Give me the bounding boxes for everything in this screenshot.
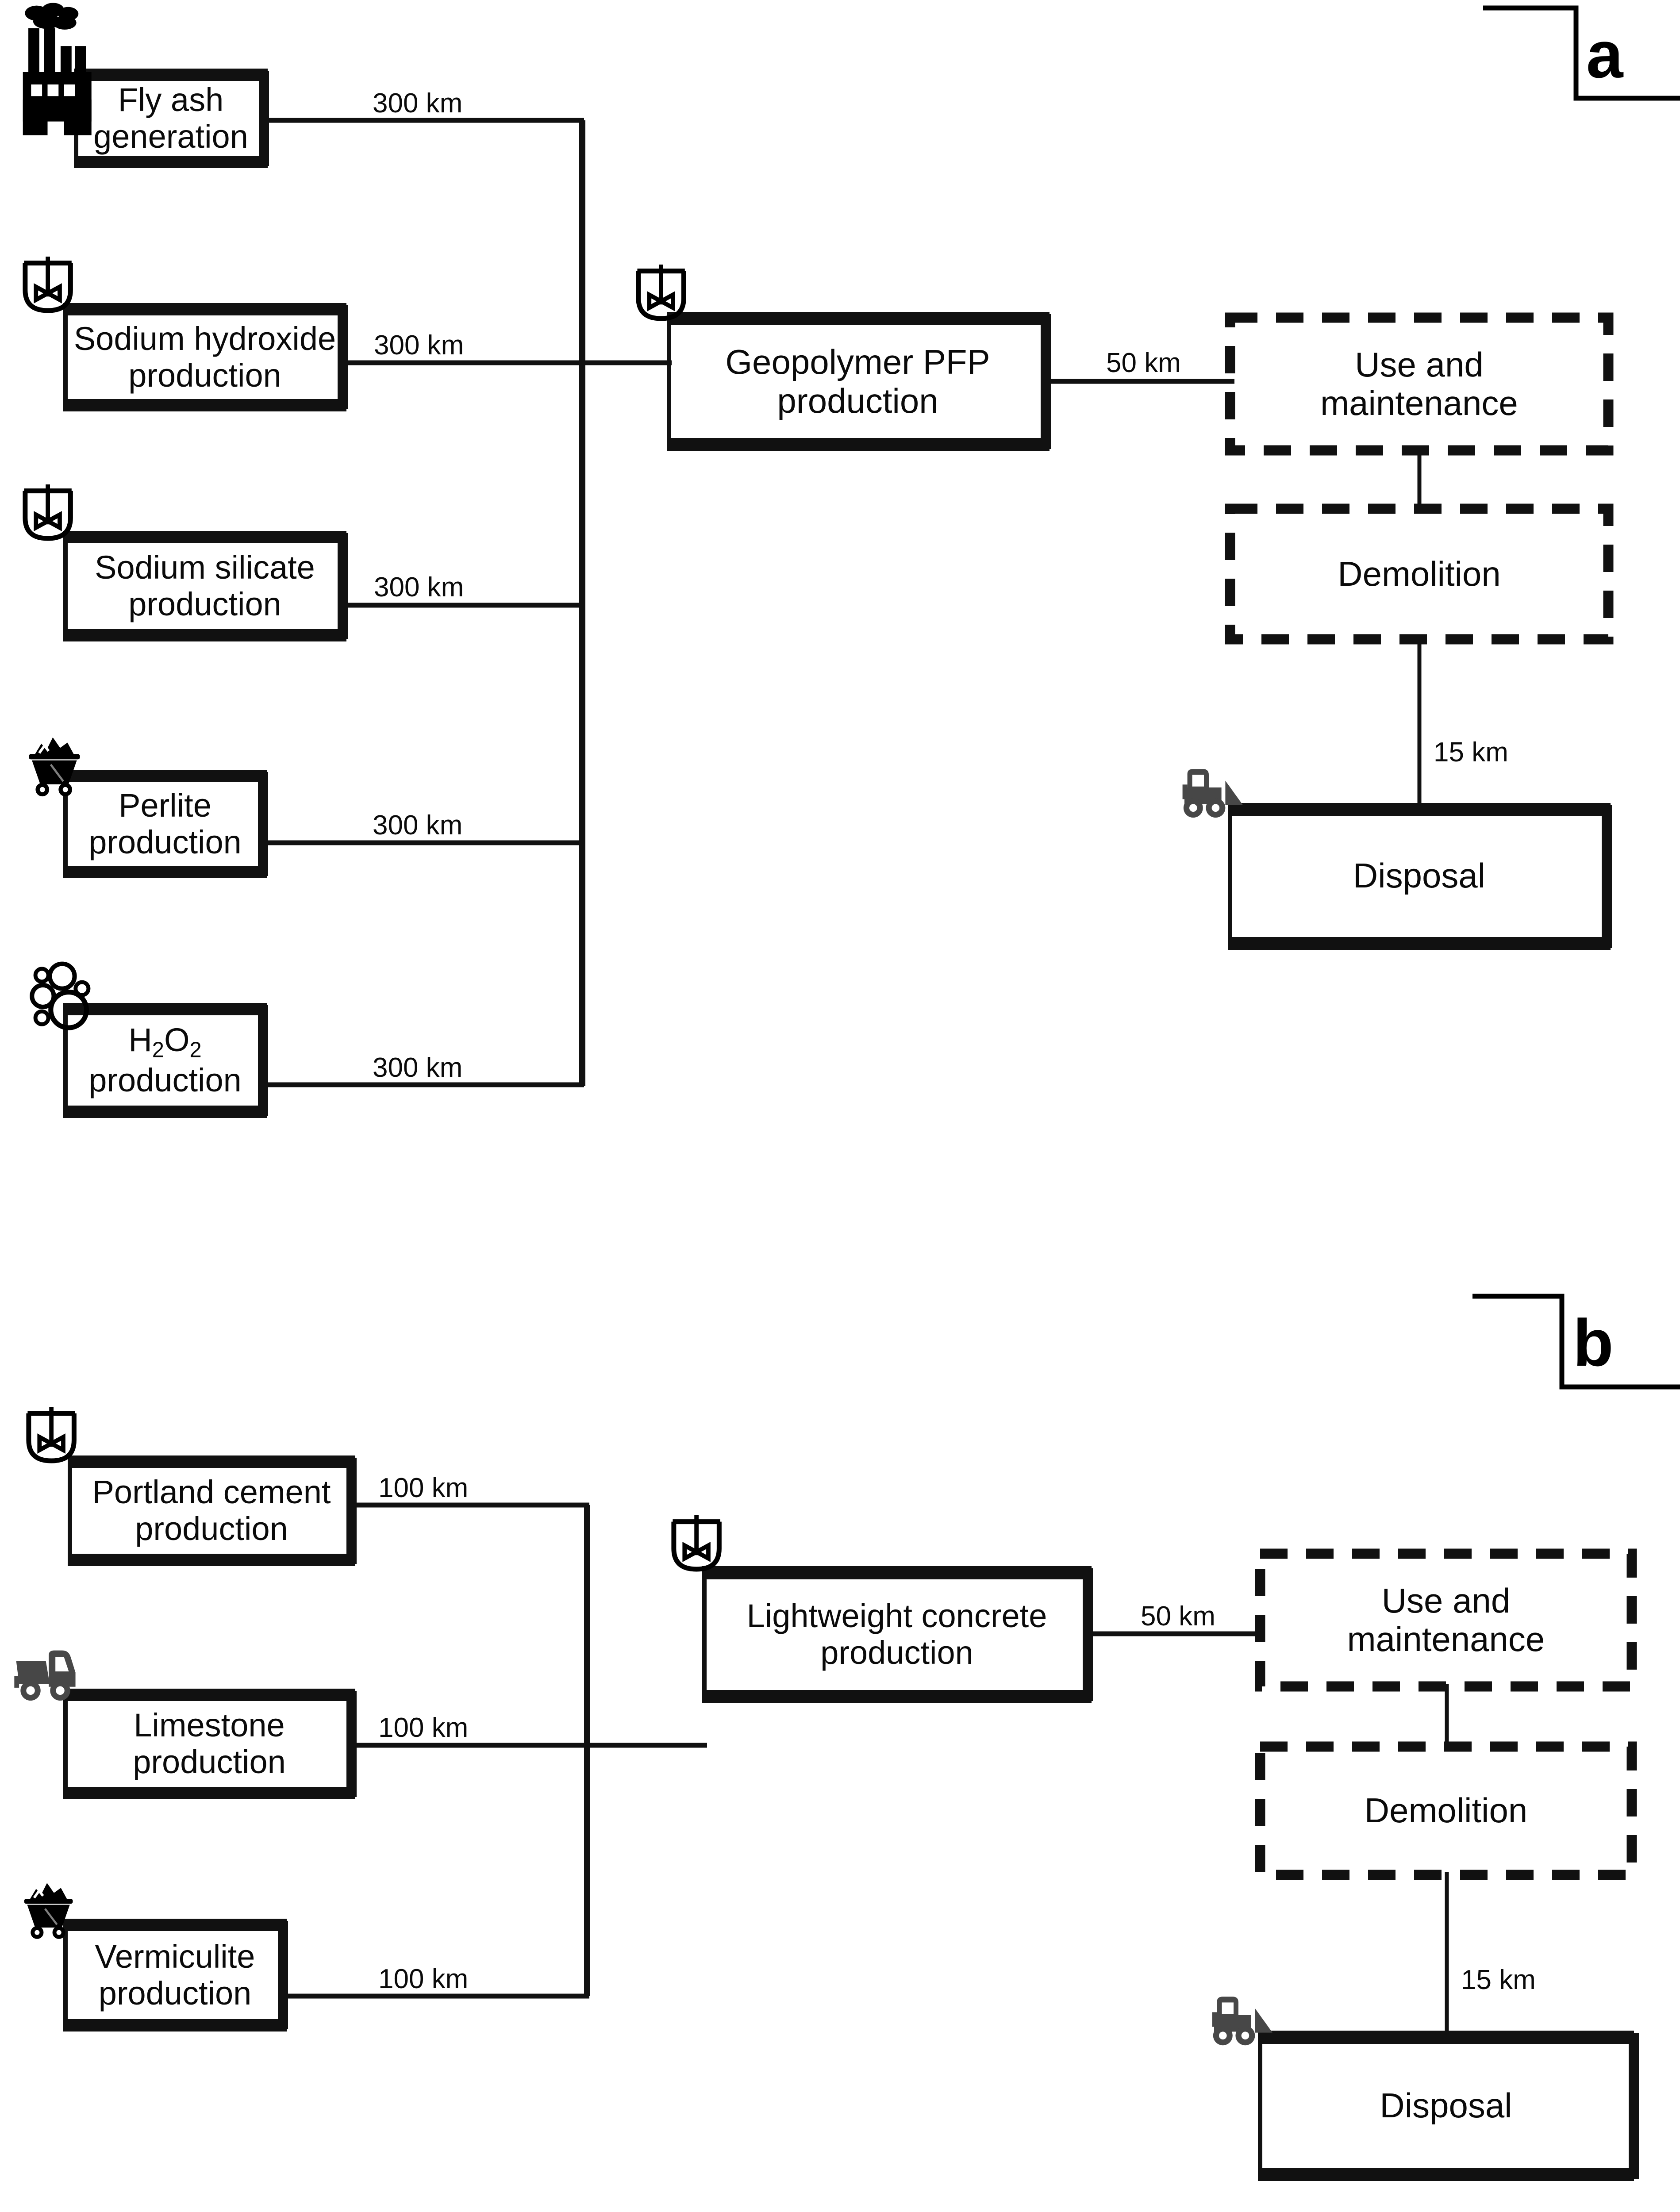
box-lightweight-concrete-production[interactable]	[702, 1566, 1093, 1703]
box-demolition-a[interactable]	[1225, 503, 1614, 645]
box-vermiculite-production[interactable]	[63, 1919, 288, 2032]
box-use-and-maintenance-a[interactable]	[1225, 312, 1614, 456]
connector-lines-b	[285, 1502, 1449, 2037]
distance-silicate-to-trunk: 300 km	[374, 572, 464, 603]
distance-naoh-to-trunk: 300 km	[374, 330, 464, 361]
reactor-icon-geopolymer	[637, 265, 684, 319]
box-use-and-maintenance-b[interactable]	[1255, 1548, 1637, 1692]
panel-a-bracket	[1483, 5, 1680, 101]
distance-vermiculite-to-trunk: 100 km	[378, 1964, 469, 1994]
reactor-icon-lightweight-concrete	[673, 1515, 720, 1569]
distance-demolition-to-disposal-a: 15 km	[1434, 737, 1508, 768]
box-fly-ash-generation[interactable]	[74, 69, 269, 168]
dump-truck-icon-limestone	[14, 1650, 76, 1701]
reactor-icon-portland-cement	[27, 1407, 75, 1461]
distance-cement-to-trunk: 100 km	[378, 1473, 469, 1503]
box-sodium-hydroxide-production[interactable]	[63, 303, 348, 411]
box-perlite-production[interactable]	[63, 770, 268, 878]
distance-perlite-to-trunk: 300 km	[373, 810, 463, 841]
connector-lines-a	[265, 118, 1422, 1087]
factory-icon	[23, 3, 92, 135]
distance-concrete-to-use: 50 km	[1141, 1601, 1215, 1632]
box-demolition-b[interactable]	[1255, 1741, 1637, 1880]
distance-h2o2-to-trunk: 300 km	[373, 1052, 463, 1083]
reactor-icon-naoh	[24, 257, 71, 311]
box-portland-cement-production[interactable]	[68, 1455, 357, 1566]
distance-pfp-to-use: 50 km	[1106, 348, 1181, 378]
box-h2o2-production[interactable]	[63, 1003, 268, 1118]
distance-fly-ash-to-trunk: 300 km	[373, 88, 463, 119]
box-disposal-b[interactable]	[1258, 2031, 1639, 2181]
box-sodium-silicate-production[interactable]	[63, 531, 348, 641]
box-geopolymer-pfp-production[interactable]	[667, 312, 1051, 451]
reactor-icon-silicate	[24, 484, 71, 538]
box-disposal-a[interactable]	[1228, 803, 1612, 950]
box-limestone-production[interactable]	[63, 1689, 357, 1799]
distance-limestone-to-trunk: 100 km	[378, 1713, 469, 1743]
panel-b-label: b	[1573, 1306, 1614, 1380]
panel-a-label: a	[1586, 17, 1623, 92]
distance-demolition-to-disposal-b: 15 km	[1461, 1965, 1536, 1995]
panel-b-bracket	[1472, 1294, 1680, 1390]
